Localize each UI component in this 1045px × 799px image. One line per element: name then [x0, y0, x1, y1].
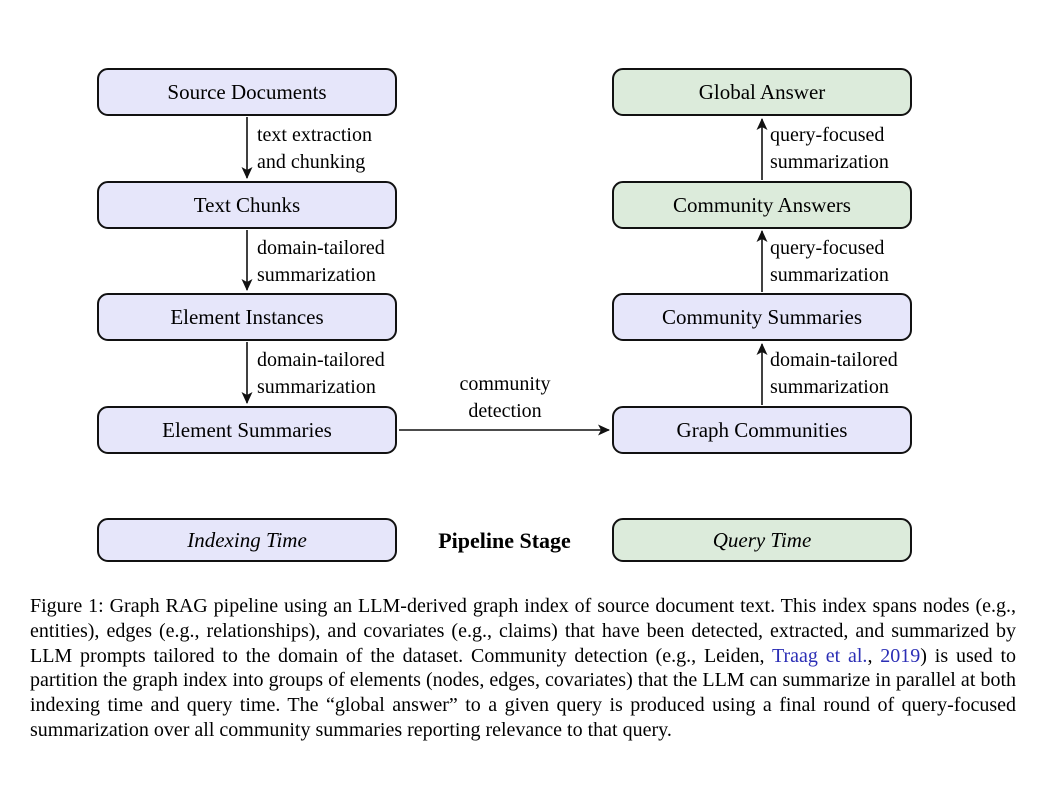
edge-label-line: query-focused: [770, 124, 885, 146]
edge-label-community-detection: community detection: [400, 371, 610, 425]
node-community-summaries: Community Summaries: [612, 293, 912, 341]
node-global-answer: Global Answer: [612, 68, 912, 116]
citation-link-traag[interactable]: Traag et al.: [771, 644, 868, 667]
edge-label-line: text extraction: [257, 124, 372, 146]
edge-label-domain-tailored-3: domain-tailored summarization: [770, 347, 898, 401]
edge-label-domain-tailored-2: domain-tailored summarization: [257, 347, 385, 401]
node-label: Community Answers: [673, 192, 851, 217]
citation-link-2019[interactable]: 2019: [880, 644, 921, 667]
legend-label: Indexing Time: [187, 527, 307, 552]
edge-label-line: summarization: [257, 264, 376, 286]
node-label: Text Chunks: [193, 192, 301, 217]
edge-label-line: detection: [468, 400, 542, 422]
legend-label: Query Time: [712, 527, 812, 552]
edge-label-domain-tailored-1: domain-tailored summarization: [257, 235, 385, 289]
edge-label-query-focused-upper: query-focused summarization: [770, 122, 889, 176]
edge-label-line: query-focused: [770, 237, 885, 259]
edge-label-line: summarization: [257, 376, 376, 398]
edge-label-line: summarization: [770, 264, 889, 286]
legend-title-text: Pipeline Stage: [438, 528, 571, 553]
legend-indexing-time: Indexing Time: [97, 518, 397, 562]
node-label: Source Documents: [167, 79, 327, 104]
edge-label-line: community: [459, 373, 551, 395]
edge-label-line: and chunking: [257, 151, 366, 173]
node-community-answers: Community Answers: [612, 181, 912, 229]
edge-label-line: domain-tailored: [257, 237, 385, 259]
node-label: Element Instances: [170, 304, 324, 329]
caption-text: ) is used to partition the graph index i…: [30, 644, 1017, 741]
node-text-chunks: Text Chunks: [97, 181, 397, 229]
legend-query-time: Query Time: [612, 518, 912, 562]
figure-caption: Figure 1: Graph RAG pipeline using an LL…: [30, 594, 1016, 743]
node-source-documents: Source Documents: [97, 68, 397, 116]
node-label: Global Answer: [698, 79, 826, 104]
caption-text: ,: [867, 644, 881, 667]
node-label: Element Summaries: [162, 417, 332, 442]
edge-label-line: domain-tailored: [257, 349, 385, 371]
node-element-instances: Element Instances: [97, 293, 397, 341]
edge-label-line: summarization: [770, 376, 889, 398]
caption-text: Figure 1: Graph RAG pipeline using an LL…: [30, 595, 1016, 667]
edge-label-line: summarization: [770, 151, 889, 173]
edge-label-line: domain-tailored: [770, 349, 898, 371]
node-element-summaries: Element Summaries: [97, 406, 397, 454]
node-label: Community Summaries: [661, 304, 863, 329]
node-label: Graph Communities: [676, 417, 848, 442]
legend-title-pipeline-stage: Pipeline Stage: [397, 528, 612, 554]
edge-label-text-extraction: text extraction and chunking: [257, 122, 372, 176]
edge-label-query-focused-lower: query-focused summarization: [770, 235, 889, 289]
node-graph-communities: Graph Communities: [612, 406, 912, 454]
